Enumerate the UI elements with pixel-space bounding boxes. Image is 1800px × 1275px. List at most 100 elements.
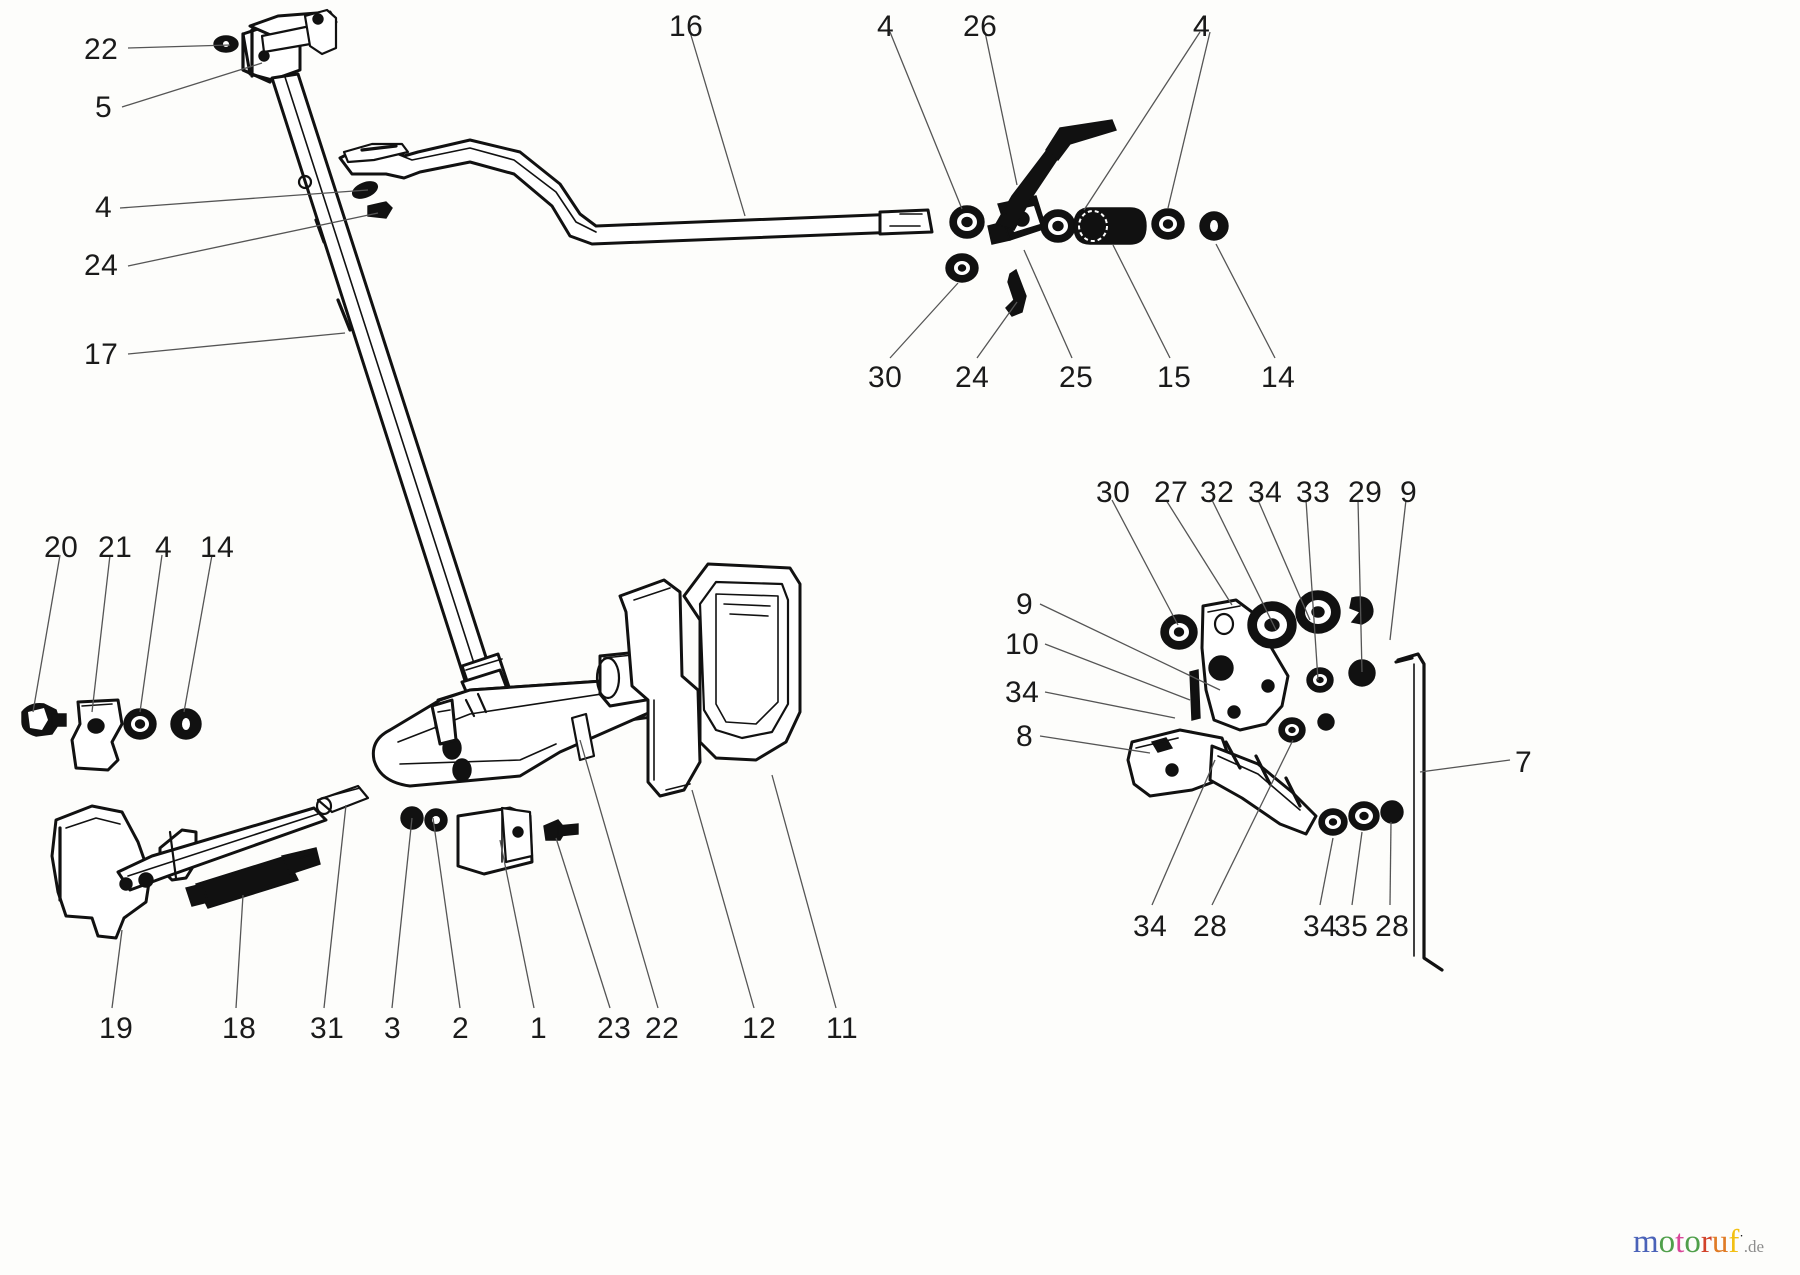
part-16-brake-rod [338,138,934,246]
part-10-roll-pin [1189,669,1201,721]
leader-line-4 [1083,31,1201,211]
part-8-pedal-arm-lower [1126,728,1318,836]
callout-24: 24 [84,249,119,282]
callout-34: 34 [1248,476,1283,509]
part-29-e-clip [1349,596,1374,625]
part-30-washer [945,253,979,283]
part-9-ball [1208,655,1234,681]
leader-line-27 [1165,499,1233,606]
part-33-washer [1295,590,1341,634]
callout-33: 33 [1296,476,1331,509]
leader-line-3 [391,817,413,1009]
callout-8: 8 [1016,720,1034,753]
leader-line-34 [1319,837,1334,906]
callout-3: 3 [384,1012,402,1045]
motoruf-logo: motoruf·.de [1633,1226,1764,1259]
part-32-washer [1247,601,1297,649]
leader-line-14 [1215,243,1276,359]
callout-35: 35 [1334,910,1369,943]
part-11-pedal-pad [682,562,802,762]
callout-21: 21 [98,531,133,564]
part-34-washer-c [1278,717,1306,743]
callout-10: 10 [1005,628,1040,661]
leader-line-23 [555,837,611,1009]
leader-line-7 [1419,759,1511,773]
leader-line-10 [1044,643,1191,701]
leader-line-30 [1111,499,1179,626]
callout-4: 4 [155,531,173,564]
callout-34: 34 [1303,910,1338,943]
part-4-washer-left [123,708,157,740]
logo-tld: .de [1743,1237,1764,1256]
leader-line-28 [1389,821,1392,906]
callout-34: 34 [1133,910,1168,943]
leader-line-24 [127,212,379,267]
leader-line-24 [976,301,1018,359]
leader-line-22 [579,739,659,1009]
leader-line-29 [1357,499,1363,673]
callout-17: 17 [84,338,119,371]
part-20-clip [21,702,67,737]
leader-lines [32,31,1511,1009]
leader-line-34 [1044,691,1176,719]
leader-line-22 [127,44,231,49]
part-1-bolt [543,819,579,841]
callout-29: 29 [1348,476,1383,509]
part-26-spring [994,119,1117,231]
callout-4: 4 [1193,10,1211,43]
part-7-rod [1394,652,1444,972]
leader-line-20 [32,554,61,713]
part-24-clip-shaft [367,201,393,219]
part-28-pin-b [1380,800,1404,824]
callout-27: 27 [1154,476,1189,509]
leader-line-14 [183,554,213,713]
leader-line-8 [1039,735,1151,754]
leader-line-5 [121,62,263,108]
callout-2: 2 [452,1012,470,1045]
leader-line-33 [1305,499,1319,681]
logo-letter-r: r [1700,1224,1712,1260]
leader-line-34 [1151,759,1216,906]
callout-9: 9 [1016,588,1034,621]
part-14-nut [1199,211,1229,241]
leader-line-4 [139,554,163,713]
callout-15: 15 [1157,361,1192,394]
part-31-sleeve [315,784,370,816]
callout-5: 5 [95,91,113,124]
logo-dot: · [1739,1228,1744,1243]
logo-letter-u: u [1711,1224,1729,1260]
logo-letter-o: o [1684,1224,1701,1260]
leader-line-32 [1211,499,1277,631]
leader-line-28 [1211,739,1294,906]
callout-7: 7 [1515,746,1533,779]
callout-18: 18 [222,1012,257,1045]
leader-line-12 [691,789,755,1009]
part-21-bracket [70,698,124,772]
part-30-washer-lower [1160,614,1198,650]
callout-22: 22 [84,33,119,66]
callout-28: 28 [1193,910,1228,943]
leader-line-35 [1351,831,1363,906]
callout-12: 12 [742,1012,777,1045]
part-35-washer [1348,801,1380,831]
callout-20: 20 [44,531,79,564]
leader-line-1 [499,839,535,1009]
part-27-bracket-plate [1200,598,1290,732]
part-34-washer-b [1306,667,1334,693]
callout-1: 1 [530,1012,548,1045]
leader-line-4 [889,31,963,210]
callout-4: 4 [1193,10,1211,43]
callout-30: 30 [868,361,903,394]
part-28-pin-a [1317,713,1335,731]
callout-28: 28 [1375,910,1410,943]
callout-22: 22 [645,1012,680,1045]
callout-11: 11 [826,1012,859,1045]
part-12-pedal-arm [618,578,702,798]
callout-9: 9 [1400,476,1418,509]
logo-letters: motoruf [1633,1226,1739,1259]
callout-14: 14 [1261,361,1296,394]
callout-19: 19 [99,1012,134,1045]
leader-line-17 [127,332,346,355]
